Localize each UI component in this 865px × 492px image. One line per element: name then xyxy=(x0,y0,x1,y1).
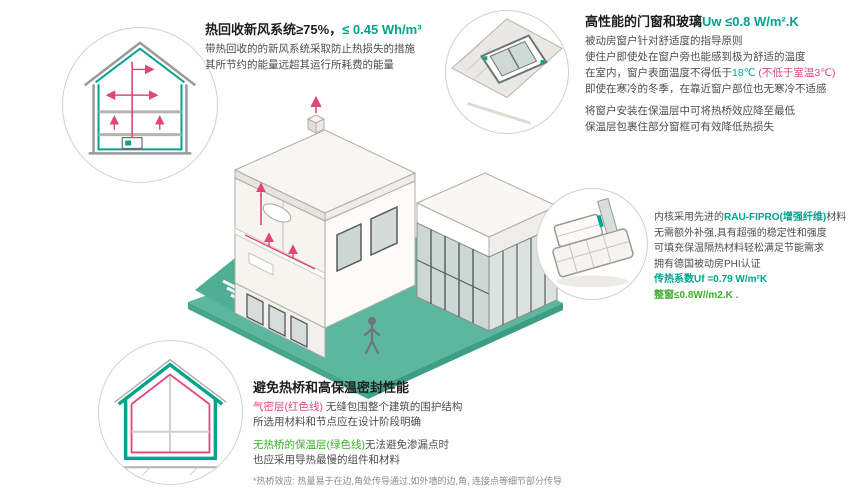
circle-thermal-envelope-detail xyxy=(98,340,243,485)
window xyxy=(370,205,398,257)
profile-line-2: 无需额外补强,具有超强的稳定性和强度 xyxy=(654,227,827,239)
house-glass-doors xyxy=(234,282,326,359)
windows-heading: 高性能的门窗和玻璃Uw ≤0.8 W/m².K xyxy=(585,14,863,30)
window-profile-illustration xyxy=(552,197,634,288)
glass-pane xyxy=(597,197,618,235)
window-corner-illustration xyxy=(451,18,563,125)
ventilation-airflow-arrows xyxy=(105,61,165,138)
circle-profile-detail xyxy=(536,188,648,300)
windows-temp-note: (不低于室温3℃) xyxy=(755,66,836,79)
windows-heading-teal: Uw ≤0.8 W/m².K xyxy=(702,14,799,29)
circle-window-detail xyxy=(445,10,569,134)
thermal-footnote: *热桥效应: 热量易于在边,角处传导通过,如外墙的边,角, 连接点等细节部分传导 xyxy=(253,476,563,487)
center-house-illustration xyxy=(188,95,563,399)
windows-body-line: 即使在寒冷的冬季，在靠近窗户部位也无寒冷不适感 xyxy=(585,82,827,95)
windows-body-line: 被动房窗户针对舒适度的指导原则 xyxy=(585,35,743,48)
house-roof xyxy=(233,95,417,222)
windows-body-line: 使住户即使处在窗户旁也能感到极为舒适的温度 xyxy=(585,51,806,63)
ventilation-body-line: 带热回收的的新风系统采取防止热损失的措施 xyxy=(205,43,415,56)
profile-l1-teal: RAU-FIPRO(增强纤维) xyxy=(724,212,827,223)
house-glass-wing xyxy=(415,172,559,332)
windows-temp-value: 18℃ xyxy=(732,66,756,79)
ventilation-heading-black: 热回收新风系统≥75%， xyxy=(205,22,343,37)
airtight-red-line xyxy=(130,373,211,454)
ventilation-heading: 热回收新风系统≥75%，≤ 0.45 Wh/m³ xyxy=(205,22,470,38)
profile-l1-black: 内核采用先进的 xyxy=(654,212,724,223)
house-right-face xyxy=(324,180,416,329)
windows-body-line: 在室内，窗户表面温度不得低于18℃ (不低于室温3℃) xyxy=(585,66,863,82)
windows-text-block: 高性能的门窗和玻璃Uw ≤0.8 W/m².K 被动房窗户针对舒适度的指导原则 … xyxy=(585,14,863,136)
windows-temp-text: 在室内，窗户表面温度不得低于 xyxy=(585,66,732,79)
ventilation-text-block: 热回收新风系统≥75%，≤ 0.45 Wh/m³ 带热回收的的新风系统采取防止热… xyxy=(205,22,470,74)
profile-text-block: 内核采用先进的RAU-FIPRO(增强纤维)材料 无需额外补强,具有超强的稳定性… xyxy=(654,210,865,303)
thermal-airtight-line: 气密层(红色线) 无缝包围整个建筑的围护结构 xyxy=(253,400,623,415)
gasket xyxy=(596,214,604,228)
ventilation-body: 带热回收的的新风系统采取防止热损失的措施 其所节约的能量远超其运行所耗费的能量 xyxy=(205,42,470,74)
house-cutaway-face xyxy=(234,177,326,329)
airtight-text: 无缝包围整个建筑的围护结构 xyxy=(323,401,463,414)
thermal-insulation-line: 无热桥的保温层(绿色线)无法避免渗漏点时 xyxy=(253,438,623,453)
red-duct-lines xyxy=(244,182,316,270)
person-figure xyxy=(363,317,381,355)
profile-uf-value: 传热系数Uf =0.79 W/m²K xyxy=(654,274,768,285)
bathtub xyxy=(262,203,292,223)
window xyxy=(336,222,362,273)
circle-ventilation-detail xyxy=(62,27,218,183)
thermal-insulation-paragraph: 无热桥的保温层(绿色线)无法避免渗漏点时 也应采用导热最慢的组件和材料 xyxy=(253,438,623,468)
thermal-heading: 避免热桥和高保温密封性能 xyxy=(253,380,410,395)
thermal-insulation-line: 也应采用导热最慢的组件和材料 xyxy=(253,453,400,466)
airtight-label: 气密层(红色线) xyxy=(253,401,323,414)
thermal-envelope-illustration xyxy=(110,358,231,476)
profile-line-4: 拥有德国被动房PHI认证 xyxy=(654,258,761,270)
windows-body-line: 将窗户安装在保温层中可将热桥效应降至最低 xyxy=(585,105,795,118)
windows-body-2: 将窗户安装在保温层中可将热桥效应降至最低 保温层包裹住部分窗框可有效降低热损失 xyxy=(585,104,863,136)
profile-line-1: 内核采用先进的RAU-FIPRO(增强纤维)材料 xyxy=(654,210,865,226)
insulation-text: 无法避免渗漏点时 xyxy=(365,438,449,451)
profile-l1-black2: 材料 xyxy=(826,212,847,223)
windows-body-line: 保温层包裹住部分窗框可有效降低热损失 xyxy=(585,121,774,133)
thermal-airtight-paragraph: 气密层(红色线) 无缝包围整个建筑的围护结构 所选用材料和节点应在设计阶段明确 xyxy=(253,400,623,430)
profile-line-3: 可填充保温隔热材料轻松满足节能需求 xyxy=(654,243,824,254)
ventilation-section-illustration xyxy=(83,41,197,155)
windows-body-1: 被动房窗户针对舒适度的指导原则 使住户即使处在窗户旁也能感到极为舒适的温度 在室… xyxy=(585,34,863,97)
thermal-text-block: 避免热桥和高保温密封性能 气密层(红色线) 无缝包围整个建筑的围护结构 所选用材… xyxy=(253,380,623,487)
ventilation-heading-teal: ≤ 0.45 Wh/m³ xyxy=(342,22,422,37)
ventilation-body-line: 其所节约的能量远超其运行所耗费的能量 xyxy=(205,59,394,71)
windows-heading-black: 高性能的门窗和玻璃 xyxy=(585,14,703,29)
thermal-airtight-line: 所选用材料和节点应在设计阶段明确 xyxy=(253,416,421,429)
insulation-green-line xyxy=(117,362,224,461)
kitchen-counter xyxy=(248,252,274,276)
insulation-label: 无热桥的保温层(绿色线) xyxy=(253,438,365,451)
profile-uw-value: 整窗≤0.8W//m2.K . xyxy=(654,289,739,301)
curtain-wall-mullions xyxy=(416,230,490,323)
